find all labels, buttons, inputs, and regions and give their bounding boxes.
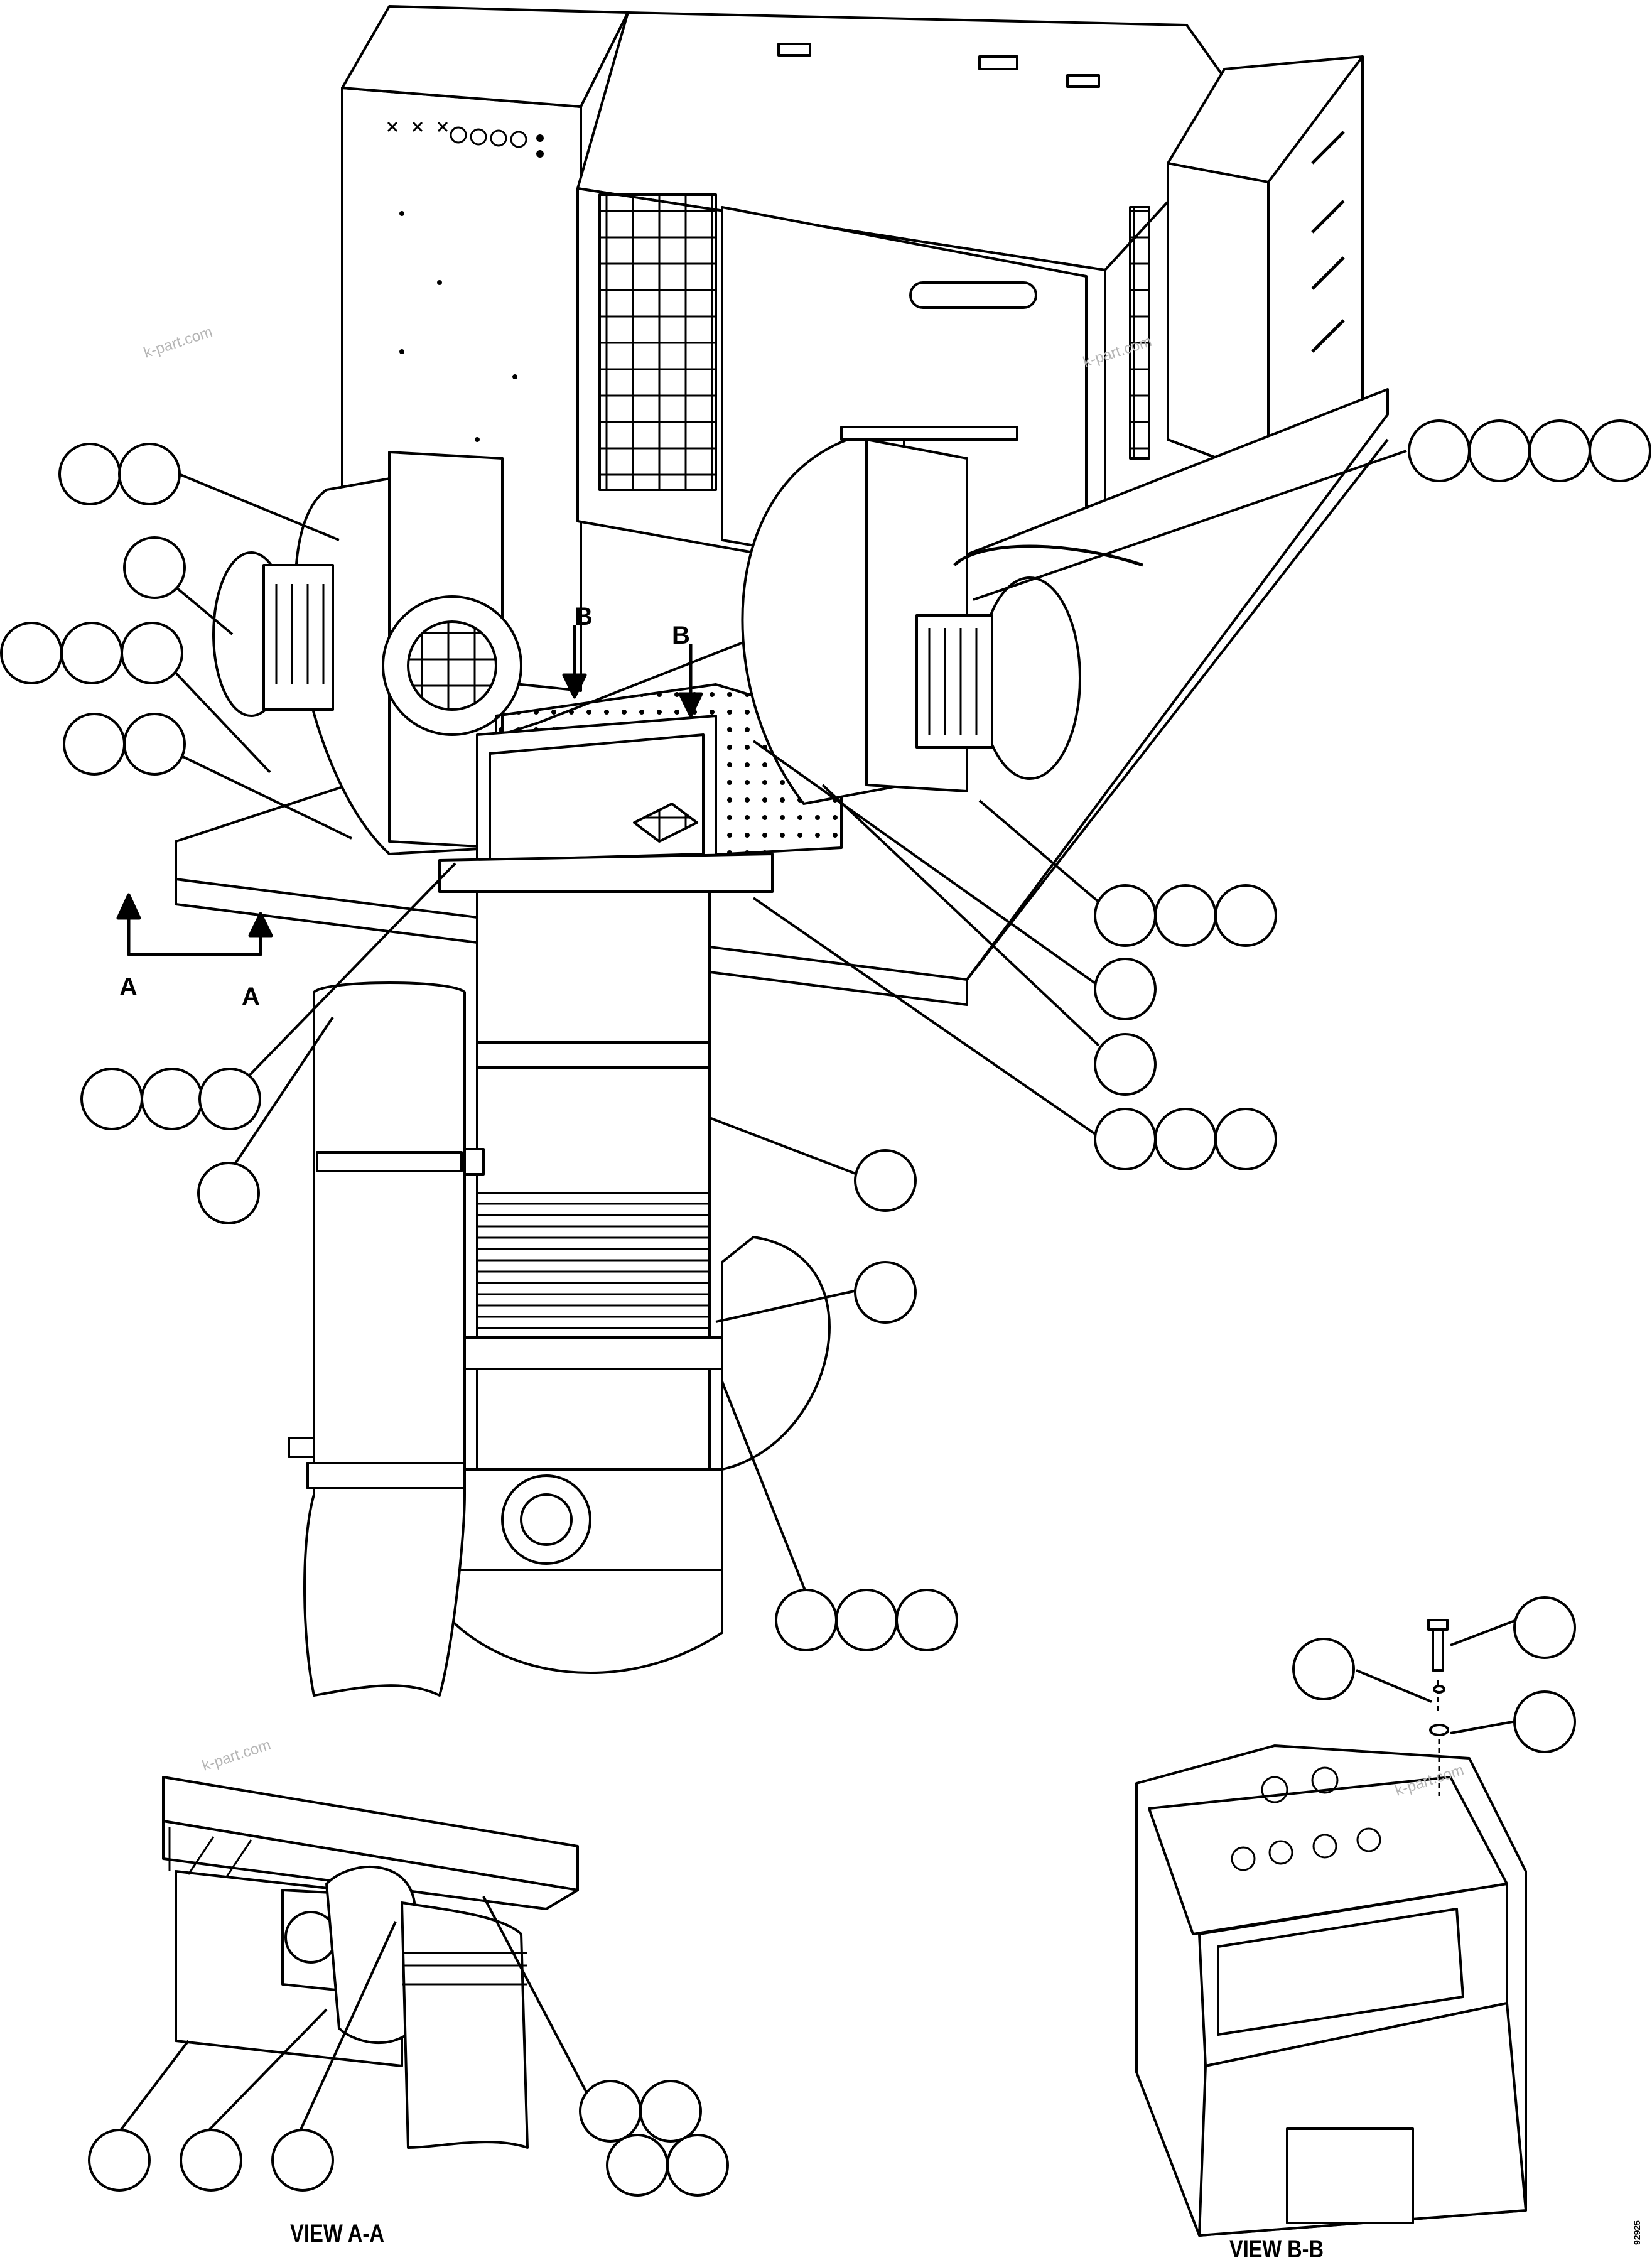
callout-bubble <box>895 1589 958 1651</box>
section-marker-a-right: A <box>242 983 260 1010</box>
callout-bubble <box>1513 1690 1576 1753</box>
callout-bubble <box>1214 1108 1277 1170</box>
watermark-3: k-part.com <box>200 1736 273 1775</box>
watermark-1: k-part.com <box>142 323 215 362</box>
blower-left <box>212 451 522 855</box>
callout-bubble <box>1154 1108 1217 1170</box>
callout-bubble <box>88 2129 151 2192</box>
flex-hose <box>288 981 485 1697</box>
section-marker-b-left: B <box>575 603 593 630</box>
section-b-arrows <box>562 625 703 718</box>
leader-lines <box>118 450 1520 2142</box>
callout-bubble <box>606 2134 669 2197</box>
callout-bubble <box>141 1068 203 1130</box>
callout-bubble <box>180 2129 242 2192</box>
callout-bubble <box>1468 419 1531 482</box>
view-aa-label: VIEW A-A <box>290 2220 384 2247</box>
callout-bubble <box>121 622 183 684</box>
callout-bubble <box>1094 1033 1157 1096</box>
callout-bubble <box>854 1149 917 1212</box>
callout-bubble <box>271 2129 334 2192</box>
callout-bubble <box>579 2080 642 2143</box>
callout-bubble <box>835 1589 898 1651</box>
callout-bubble <box>639 2080 702 2143</box>
callout-bubble <box>118 443 181 505</box>
callout-bubble <box>1214 884 1277 947</box>
vertical-duct <box>463 890 723 1552</box>
enclosure-housing <box>576 11 1251 617</box>
callout-bubble <box>197 1162 260 1224</box>
callout-bubble <box>60 622 123 684</box>
fan-housing-lower <box>438 1236 831 1674</box>
callout-bubble <box>1154 884 1217 947</box>
section-a-arrows <box>116 893 273 956</box>
callout-bubble <box>198 1068 261 1130</box>
section-marker-b-right: B <box>672 622 690 649</box>
main-assembly <box>116 5 1389 1697</box>
callout-bubble <box>123 713 186 776</box>
callout-bubble <box>80 1068 143 1130</box>
callout-bubble <box>1589 419 1651 482</box>
view-bb-detail <box>1135 1619 1527 2237</box>
callout-bubble <box>1094 884 1157 947</box>
callout-bubble <box>58 443 121 505</box>
callout-bubble <box>1094 1108 1157 1170</box>
callout-bubble <box>854 1261 917 1324</box>
callout-bubble <box>666 2134 729 2197</box>
callout-bubble <box>0 622 63 684</box>
view-bb-label: VIEW B-B <box>1229 2235 1324 2263</box>
figure-id: 92925 <box>1632 2220 1642 2245</box>
electrical-box-right <box>1167 55 1364 478</box>
callout-bubbles <box>0 419 1651 2197</box>
callout-bubble <box>123 536 186 599</box>
callout-bubble <box>1528 419 1591 482</box>
blower-right <box>741 426 1143 805</box>
view-aa-detail <box>162 1776 579 2149</box>
callout-bubble <box>1094 958 1157 1020</box>
callout-bubble <box>1408 419 1471 482</box>
callout-bubble <box>63 713 126 776</box>
callout-bubble <box>1292 1638 1355 1700</box>
callout-bubble <box>1513 1596 1576 1659</box>
duct-cover <box>438 715 774 893</box>
section-marker-a-left: A <box>119 973 138 1001</box>
callout-bubble <box>775 1589 838 1651</box>
